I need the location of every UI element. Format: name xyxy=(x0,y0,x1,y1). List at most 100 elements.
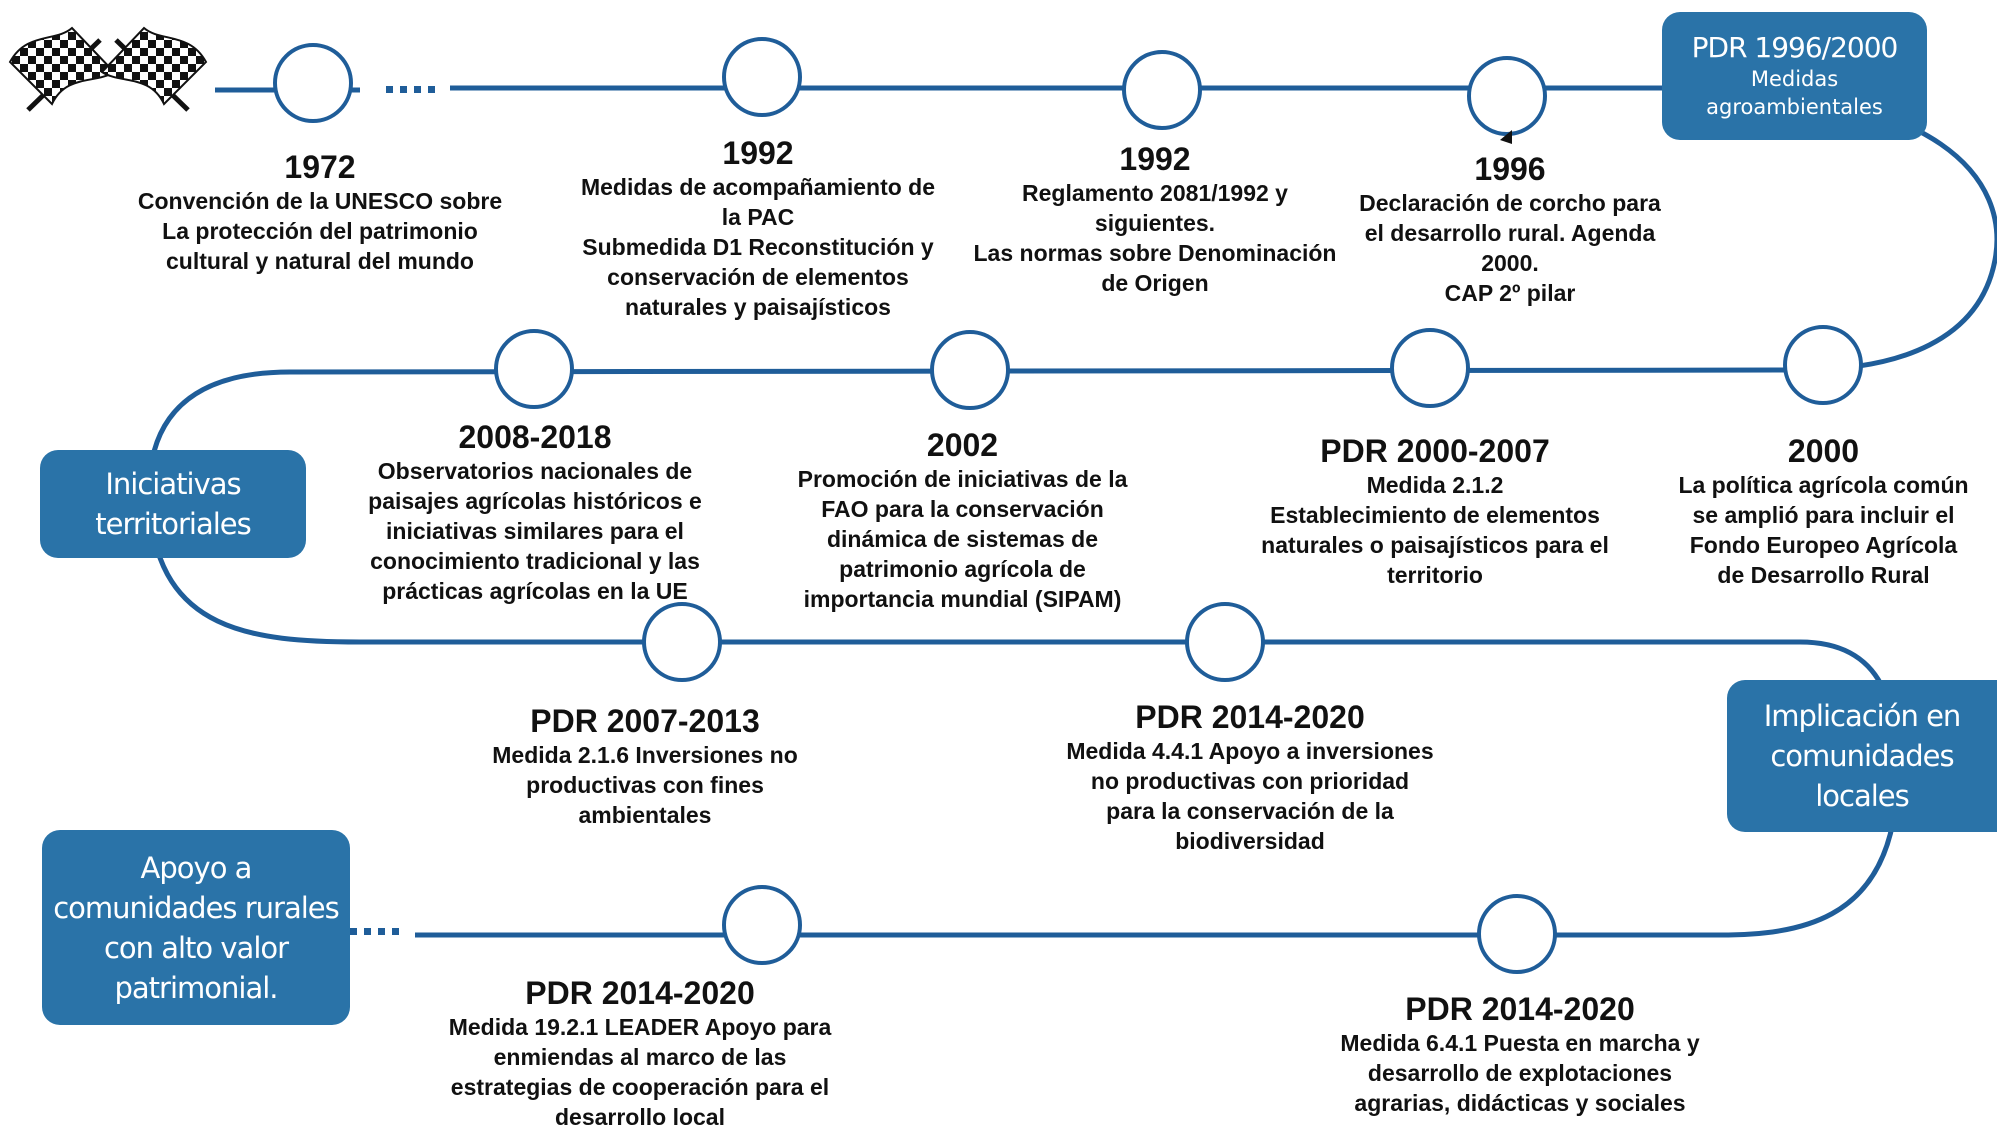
milestone-desc: se amplió para incluir el xyxy=(1692,502,1955,528)
milestone-desc: naturales y paisajísticos xyxy=(625,294,891,320)
box-pdr-title: PDR 1996/2000 xyxy=(1691,31,1899,64)
milestone-desc: cultural y natural del mundo xyxy=(166,248,474,274)
milestone-1992-a: 1992 Medidas de acompañamiento de la PAC… xyxy=(548,134,968,322)
milestone-desc: Medida 19.2.1 LEADER Apoyo para xyxy=(448,1014,832,1040)
milestone-desc: de Origen xyxy=(1101,270,1209,296)
milestone-desc: ambientales xyxy=(578,802,712,828)
milestone-2008-2018: 2008-2018 Observatorios nacionales de pa… xyxy=(340,418,730,606)
box-pdr-line: agroambientales xyxy=(1706,95,1883,119)
box-apoyo-comunidades-rurales: Apoyo a comunidades rurales con alto val… xyxy=(42,830,350,1025)
milestone-desc: Observatorios nacionales de xyxy=(377,458,693,484)
milestone-desc: prácticas agrícolas en la UE xyxy=(382,578,688,604)
milestone-desc: el desarrollo rural. Agenda xyxy=(1364,220,1656,246)
box-implicacion-line: locales xyxy=(1815,779,1910,813)
milestone-desc: patrimonio agrícola de xyxy=(839,556,1086,582)
box-iniciativas-line: territoriales xyxy=(95,507,251,541)
milestone-desc: paisajes agrícolas históricos e xyxy=(368,488,702,514)
milestone-year: 2008-2018 xyxy=(458,419,612,455)
box-iniciativas-line: Iniciativas xyxy=(105,467,241,501)
box-apoyo-line: Apoyo a xyxy=(140,850,253,885)
milestone-desc: Medidas de acompañamiento de xyxy=(580,174,936,200)
milestone-desc: dinámica de sistemas de xyxy=(826,526,1098,552)
milestone-1996: 1996 Declaración de corcho para el desar… xyxy=(1335,150,1685,308)
milestone-desc: iniciativas similares para el xyxy=(386,518,684,544)
milestone-year: 2000 xyxy=(1787,433,1860,469)
milestone-desc: importancia mundial (SIPAM) xyxy=(803,586,1122,612)
milestone-pdr-2014-2020-b: PDR 2014-2020 Medida 6.4.1 Puesta en mar… xyxy=(1310,990,1730,1118)
node-pdr-2014-2020-c xyxy=(722,885,802,965)
milestone-desc: Medida 6.4.1 Puesta en marcha y xyxy=(1340,1030,1700,1056)
milestone-2000: 2000 La política agrícola común se ampli… xyxy=(1650,432,1997,590)
milestone-desc: Medida 2.1.6 Inversiones no xyxy=(492,742,798,768)
milestone-desc: para la conservación de la xyxy=(1106,798,1394,824)
milestone-desc: conocimiento tradicional y las xyxy=(370,548,700,574)
ellipsis-dots xyxy=(350,86,435,935)
milestone-desc: La política agrícola común xyxy=(1678,472,1969,498)
milestone-year: PDR 2014-2020 xyxy=(1405,991,1635,1027)
milestone-year: 1996 xyxy=(1474,151,1546,187)
node-2000 xyxy=(1783,325,1863,405)
node-1996 xyxy=(1467,56,1547,136)
box-implicacion-comunidades: Implicación en comunidades locales xyxy=(1727,680,1997,832)
box-apoyo-line: con alto valor xyxy=(103,930,289,965)
milestone-desc: territorio xyxy=(1387,562,1483,588)
milestone-desc: siguientes. xyxy=(1094,210,1216,236)
box-implicacion-line: Implicación en xyxy=(1763,699,1962,733)
milestone-year: 2002 xyxy=(926,427,999,463)
box-iniciativas-territoriales: Iniciativas territoriales xyxy=(40,450,306,558)
milestone-1992-b: 1992 Reglamento 2081/1992 y siguientes. … xyxy=(950,140,1360,298)
milestone-year: 1972 xyxy=(284,149,356,185)
milestone-desc: La protección del patrimonio xyxy=(162,218,478,244)
milestone-pdr-2014-2020-c: PDR 2014-2020 Medida 19.2.1 LEADER Apoyo… xyxy=(420,974,860,1132)
milestone-desc: naturales o paisajísticos para el xyxy=(1261,532,1609,558)
node-pdr-2007-2013 xyxy=(642,602,722,682)
milestone-pdr-2014-2020-a: PDR 2014-2020 Medida 4.4.1 Apoyo a inver… xyxy=(1040,698,1460,856)
milestone-desc: Promoción de iniciativas de la xyxy=(797,466,1128,492)
milestone-desc: FAO para la conservación xyxy=(821,496,1104,522)
milestone-desc: Reglamento 2081/1992 y xyxy=(1022,180,1288,206)
milestone-desc: desarrollo local xyxy=(554,1104,725,1130)
node-1992-b xyxy=(1122,50,1202,130)
box-pdr-line: Medidas xyxy=(1750,67,1839,91)
node-2002 xyxy=(930,330,1010,410)
milestone-desc: enmiendas al marco de las xyxy=(493,1044,787,1070)
milestone-desc: estrategias de cooperación para el xyxy=(450,1074,830,1100)
milestone-desc: no productivas con prioridad xyxy=(1090,768,1410,794)
milestone-desc: agrarias, didácticas y sociales xyxy=(1354,1090,1686,1116)
arrow-marker xyxy=(1500,130,1512,144)
milestone-year: PDR 2007-2013 xyxy=(530,703,760,739)
milestone-year: PDR 2014-2020 xyxy=(525,975,755,1011)
node-pdr-2000-2007 xyxy=(1390,328,1470,408)
checkered-flags-icon xyxy=(8,26,208,112)
milestone-year: 1992 xyxy=(1119,141,1191,177)
box-apoyo-line: comunidades rurales xyxy=(53,890,340,925)
milestone-year: PDR 2014-2020 xyxy=(1135,699,1365,735)
milestone-desc: Convención de la UNESCO sobre xyxy=(137,188,503,214)
milestone-desc: de Desarrollo Rural xyxy=(1717,562,1930,588)
milestone-desc: Establecimiento de elementos xyxy=(1270,502,1600,528)
milestone-1972: 1972 Convención de la UNESCO sobre La pr… xyxy=(110,148,530,276)
node-pdr-2014-2020-a xyxy=(1185,602,1265,682)
milestone-desc: productivas con fines xyxy=(526,772,764,798)
node-1992-a xyxy=(722,37,802,117)
milestone-desc: biodiversidad xyxy=(1175,828,1325,854)
milestone-desc: Medida 2.1.2 xyxy=(1366,472,1504,498)
box-pdr-1996-2000: PDR 1996/2000 Medidas agroambientales xyxy=(1662,12,1927,140)
milestone-pdr-2007-2013: PDR 2007-2013 Medida 2.1.6 Inversiones n… xyxy=(460,702,830,830)
box-apoyo-line: patrimonial. xyxy=(114,970,278,1005)
box-implicacion-line: comunidades xyxy=(1770,739,1954,773)
milestone-desc: desarrollo de explotaciones xyxy=(1367,1060,1673,1086)
milestone-2002: 2002 Promoción de iniciativas de la FAO … xyxy=(770,426,1155,614)
node-pdr-2014-2020-b xyxy=(1477,894,1557,974)
milestone-desc: Medida 4.4.1 Apoyo a inversiones xyxy=(1066,738,1434,764)
milestone-desc: Fondo Europeo Agrícola xyxy=(1689,532,1958,558)
milestone-year: PDR 2000-2007 xyxy=(1320,433,1550,469)
milestone-desc: CAP 2º pilar xyxy=(1444,280,1576,306)
milestone-desc: 2000. xyxy=(1481,250,1539,276)
milestone-desc: Submedida D1 Reconstitución y xyxy=(582,234,934,260)
timeline-nodes xyxy=(273,37,1863,974)
milestone-desc: conservación de elementos xyxy=(607,264,909,290)
milestone-desc: Las normas sobre Denominación xyxy=(973,240,1337,266)
milestone-pdr-2000-2007: PDR 2000-2007 Medida 2.1.2 Establecimien… xyxy=(1225,432,1645,590)
